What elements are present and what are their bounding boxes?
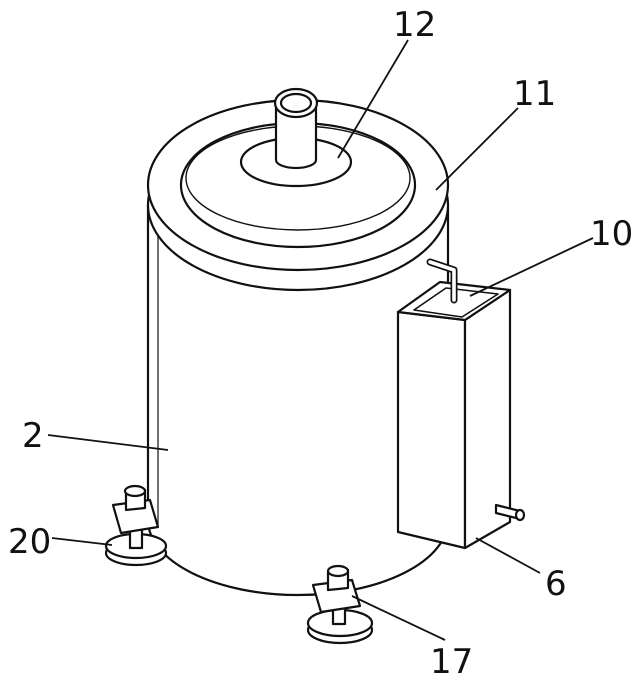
leader-10 bbox=[469, 237, 594, 297]
callout-11: 11 bbox=[513, 74, 556, 114]
leader-2 bbox=[47, 434, 169, 451]
leader-12 bbox=[337, 39, 409, 159]
leader-17 bbox=[351, 595, 446, 641]
top-pipe bbox=[239, 87, 353, 188]
side-box bbox=[396, 258, 526, 550]
foot-bottom bbox=[306, 564, 374, 645]
callout-6: 6 bbox=[545, 564, 567, 604]
callout-12: 12 bbox=[393, 5, 436, 45]
outlet-nozzle bbox=[494, 503, 526, 522]
leader-20 bbox=[51, 537, 113, 546]
leader-11 bbox=[435, 107, 519, 191]
foot-left bbox=[104, 484, 168, 567]
callout-17: 17 bbox=[430, 642, 473, 682]
callout-20: 20 bbox=[8, 522, 51, 562]
callout-2: 2 bbox=[22, 416, 44, 456]
leader-6 bbox=[475, 537, 541, 574]
callout-10: 10 bbox=[590, 214, 633, 254]
